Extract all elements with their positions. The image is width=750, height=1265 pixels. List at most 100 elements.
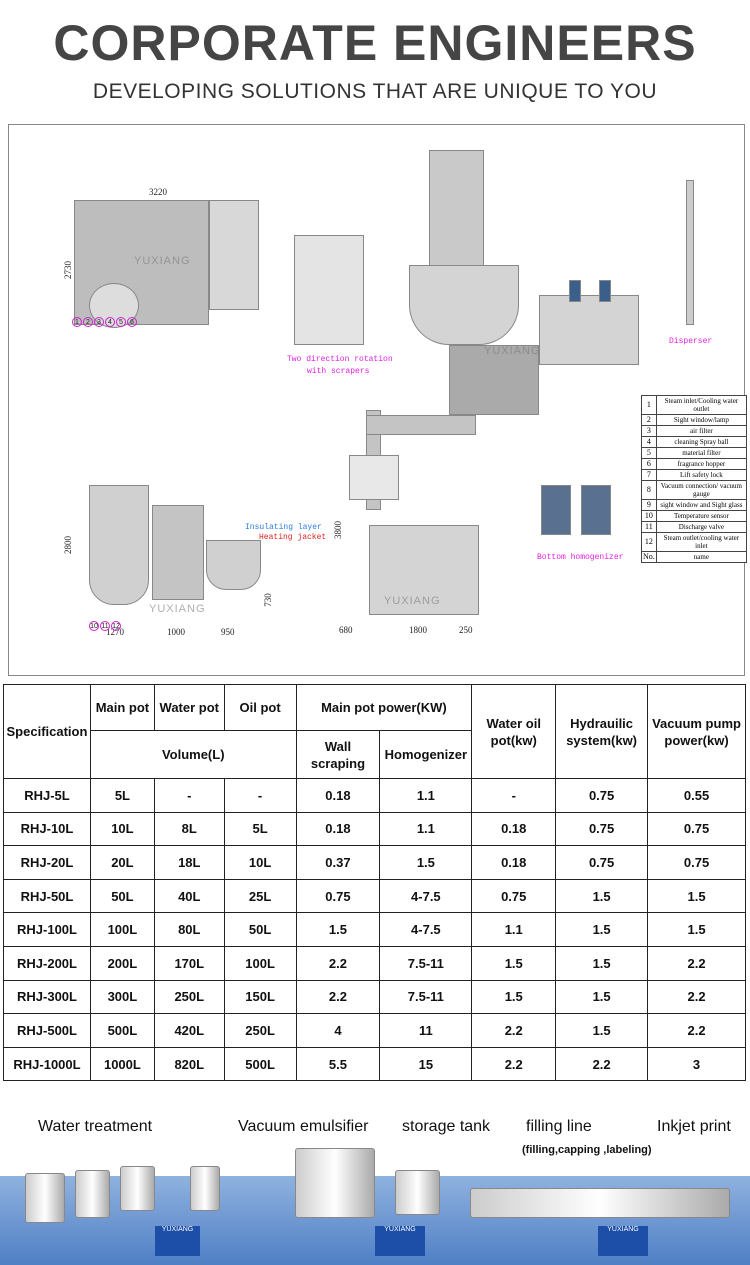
table-cell: - xyxy=(471,778,557,813)
callout: 3 xyxy=(94,317,104,327)
table-cell: 200L xyxy=(89,945,155,981)
brand-sign: YUXIANG xyxy=(375,1226,425,1256)
dim-label: 680 xyxy=(339,625,353,635)
table-cell: 15 xyxy=(379,1046,473,1082)
water-tank xyxy=(120,1166,155,1211)
table-cell: 10L xyxy=(223,845,297,880)
table-cell: RHJ-10L xyxy=(3,811,91,847)
table-cell: 4-7.5 xyxy=(379,912,473,947)
table-cell: 2.2 xyxy=(471,1013,557,1048)
production-line: Water treatment Vacuum emulsifier storag… xyxy=(0,1098,750,1265)
table-cell: 0.18 xyxy=(295,811,381,847)
top-view-tanks xyxy=(209,200,259,310)
front-view-pot xyxy=(206,540,261,590)
dim-label: 3220 xyxy=(149,187,167,197)
table-cell: RHJ-200L xyxy=(3,945,91,981)
brand-sign: YUXIANG xyxy=(155,1226,200,1256)
header-homogenizer: Homogenizer xyxy=(379,730,473,779)
table-cell: 5L xyxy=(89,778,155,813)
table-cell: 170L xyxy=(153,945,225,981)
table-cell: 1000L xyxy=(89,1046,155,1082)
table-cell: RHJ-1000L xyxy=(3,1046,91,1082)
table-cell: 1.1 xyxy=(471,912,557,947)
side-view-vessel xyxy=(349,455,399,500)
front-view-vessel xyxy=(89,485,149,605)
main-vessel xyxy=(409,265,519,345)
legend-no: 8 xyxy=(641,480,657,500)
motor xyxy=(569,280,581,302)
table-cell: 8L xyxy=(153,811,225,847)
table-cell: RHJ-500L xyxy=(3,1013,91,1048)
water-tank xyxy=(190,1166,220,1211)
table-cell: RHJ-100L xyxy=(3,912,91,947)
header-water-pot: Water pot xyxy=(153,684,225,731)
table-cell: 10L xyxy=(89,811,155,847)
table-cell: 1.5 xyxy=(555,912,649,947)
header-volume: Volume(L) xyxy=(89,730,297,779)
label-storage-tank: storage tank xyxy=(402,1118,491,1135)
table-cell: 100L xyxy=(223,945,297,981)
header-water-oil: Water oil pot(kw) xyxy=(471,684,557,779)
table-cell: 2.2 xyxy=(555,1046,649,1082)
legend-no: 10 xyxy=(641,510,657,522)
table-cell: 50L xyxy=(223,912,297,947)
dim-label: 3800 xyxy=(333,521,343,539)
header-vacuum: Vacuum pump power(kw) xyxy=(647,684,746,779)
table-cell: 80L xyxy=(153,912,225,947)
table-cell: 0.75 xyxy=(471,878,557,914)
table-cell: 5L xyxy=(223,811,297,847)
table-cell: - xyxy=(223,778,297,813)
header-spec: Specification xyxy=(3,684,91,779)
legend-name: Sight window/lamp xyxy=(655,414,748,426)
legend-no: 3 xyxy=(641,425,657,437)
filling-machines xyxy=(470,1188,730,1218)
table-cell: 150L xyxy=(223,979,297,1015)
legend-name: sight window and Sight glass xyxy=(655,499,748,511)
scraper-drawing xyxy=(294,235,364,345)
table-cell: 18L xyxy=(153,845,225,880)
header-hydraulic: Hydrauilic system(kw) xyxy=(555,684,649,779)
watermark: YUXIANG xyxy=(134,255,191,267)
table-cell: 1.5 xyxy=(555,878,649,914)
dim-label: 1800 xyxy=(409,625,427,635)
table-cell: 300L xyxy=(89,979,155,1015)
water-oil-pots xyxy=(539,295,639,365)
header-wall-scraping: Wall scraping xyxy=(295,730,381,779)
legend-name: air filter xyxy=(655,425,748,437)
page-title: CORPORATE ENGINEERS xyxy=(53,15,697,71)
storage-tanks xyxy=(395,1170,440,1215)
legend-name: name xyxy=(655,551,748,563)
table-cell: 1.5 xyxy=(555,1013,649,1048)
legend-name: Steam inlet/Cooling water outlet xyxy=(655,395,748,415)
legend-no: 6 xyxy=(641,458,657,470)
table-cell: 2.2 xyxy=(295,945,381,981)
page-subtitle: DEVELOPING SOLUTIONS THAT ARE UNIQUE TO … xyxy=(92,80,658,103)
legend-no: 5 xyxy=(641,447,657,459)
table-cell: 250L xyxy=(223,1013,297,1048)
table-cell: 1.5 xyxy=(647,878,746,914)
callout: 11 xyxy=(100,621,110,631)
legend-name: cleaning Spray ball xyxy=(655,436,748,448)
callout: 5 xyxy=(116,317,126,327)
homogenizer-label: Bottom homogenizer xyxy=(537,553,624,562)
table-cell: 2.2 xyxy=(647,979,746,1015)
table-cell: 0.18 xyxy=(471,845,557,880)
table-cell: 5.5 xyxy=(295,1046,381,1082)
legend-row: No.name xyxy=(641,551,748,563)
legend-no: 12 xyxy=(641,532,657,552)
table-cell: 0.55 xyxy=(647,778,746,813)
callout: 1 xyxy=(72,317,82,327)
table-cell: RHJ-300L xyxy=(3,979,91,1015)
